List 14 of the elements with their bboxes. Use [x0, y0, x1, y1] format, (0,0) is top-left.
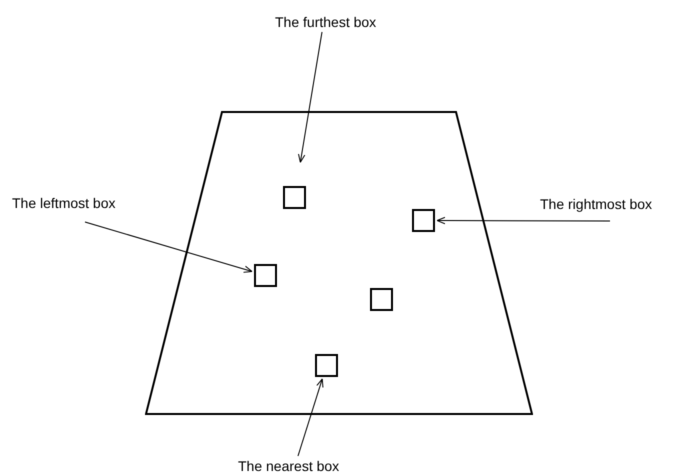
leader-line — [436, 216, 610, 224]
callout-label: The furthest box — [275, 14, 376, 30]
leader-line — [298, 378, 324, 456]
leader-line — [298, 32, 322, 163]
square-box — [315, 354, 338, 377]
callout-label: The leftmost box — [12, 195, 116, 211]
square-box — [254, 264, 277, 287]
callout-label: The nearest box — [238, 458, 340, 474]
square-box — [283, 186, 306, 209]
square-box — [412, 209, 435, 232]
leader-line — [84, 222, 253, 273]
trapezoid-floor — [145, 111, 533, 415]
square-box — [370, 288, 393, 311]
callout-label: The rightmost box — [540, 196, 652, 212]
